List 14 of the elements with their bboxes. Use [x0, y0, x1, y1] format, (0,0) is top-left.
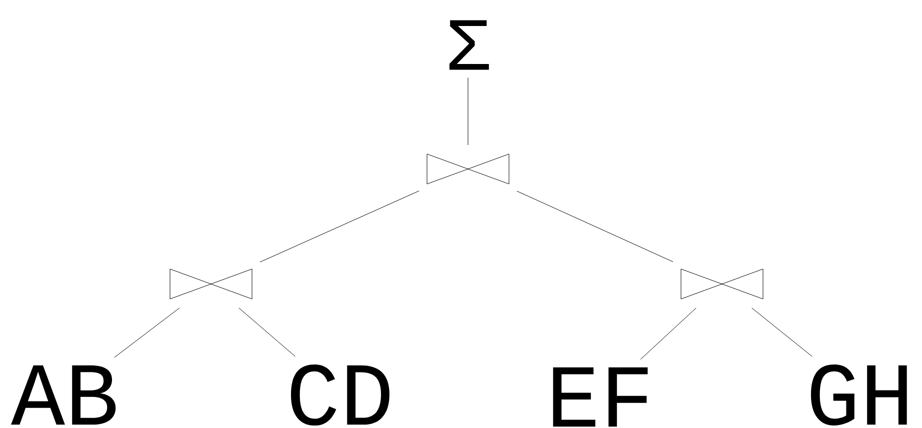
node-label: GH: [810, 364, 907, 426]
connector-line: [516, 190, 674, 262]
node-label: Σ: [449, 20, 489, 70]
connector-line: [752, 308, 812, 357]
connector-line: [114, 308, 180, 358]
node-label: CD: [290, 364, 390, 426]
connector-line: [640, 308, 696, 360]
join-symbol: [680, 268, 764, 300]
node-label: AB: [11, 365, 116, 425]
join-symbol: [426, 154, 510, 184]
join-symbol: [170, 268, 252, 300]
node-label: EF: [553, 367, 648, 427]
connector-line: [238, 308, 296, 357]
connector-line: [260, 190, 420, 262]
